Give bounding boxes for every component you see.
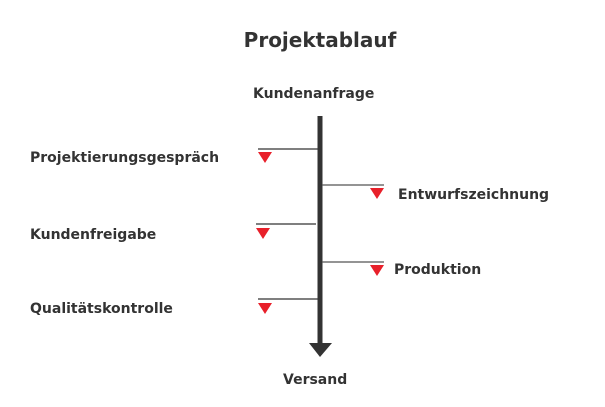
step-label: Qualitätskontrolle xyxy=(30,301,173,317)
marker-triangle-icon xyxy=(370,265,384,276)
diagram-title: Projektablauf xyxy=(243,28,397,52)
arrow-down-icon xyxy=(309,343,332,357)
step-label: Entwurfszeichnung xyxy=(398,187,550,203)
marker-triangle-icon xyxy=(258,152,272,163)
step-label: Produktion xyxy=(394,262,482,278)
end-label: Versand xyxy=(283,372,348,388)
step-label: Projektierungsgespräch xyxy=(30,150,220,166)
start-label: Kundenanfrage xyxy=(253,86,375,102)
marker-triangle-icon xyxy=(258,303,272,314)
marker-triangle-icon xyxy=(370,188,384,199)
step-label: Kundenfreigabe xyxy=(30,227,157,243)
marker-triangle-icon xyxy=(256,228,270,239)
